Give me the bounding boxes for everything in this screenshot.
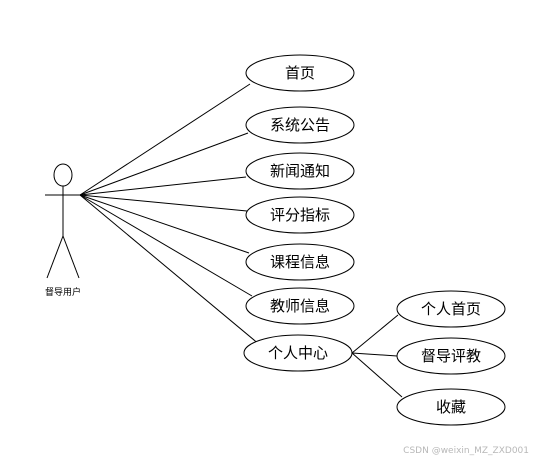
use-case-course-ellipse <box>245 243 355 281</box>
use-case-scoring-label: 评分指标 <box>270 206 330 224</box>
association-announcement <box>79 132 249 196</box>
actor-associations <box>79 83 261 346</box>
actor-right-leg <box>62 235 80 279</box>
association-home <box>79 83 251 196</box>
association-course <box>79 194 250 254</box>
actor-head <box>53 163 73 187</box>
actor-figure: 督导用户 <box>45 163 81 298</box>
use-case-news-label: 新闻通知 <box>270 162 330 180</box>
personal-center-associations <box>351 314 403 398</box>
use-case-home: 首页 <box>245 54 355 92</box>
use-case-scoring: 评分指标 <box>245 196 355 234</box>
use-case-announcement-label: 系统公告 <box>270 116 330 134</box>
use-case-teacher-label: 教师信息 <box>270 297 330 315</box>
actor-left-leg <box>46 235 64 279</box>
association-personal-center <box>79 194 261 346</box>
use-case-teacher: 教师信息 <box>245 287 355 325</box>
use-case-supervision-evaluation-label: 督导评教 <box>421 347 481 365</box>
use-case-personal-home-ellipse <box>396 290 506 328</box>
use-case-personal-center: 个人中心 <box>243 334 353 372</box>
use-case-announcement-ellipse <box>245 106 355 144</box>
use-case-favorites: 收藏 <box>396 388 506 426</box>
use-case-news: 新闻通知 <box>245 152 355 190</box>
use-case-favorites-ellipse <box>396 388 506 426</box>
use-case-supervision-evaluation-ellipse <box>396 337 506 375</box>
use-case-personal-home-label: 个人首页 <box>421 300 481 318</box>
use-case-teacher-ellipse <box>245 287 355 325</box>
actor-label: 督导用户 <box>45 286 81 298</box>
association-scoring <box>79 194 248 212</box>
use-case-supervision-evaluation: 督导评教 <box>396 337 506 375</box>
use-case-news-ellipse <box>245 152 355 190</box>
use-case-announcement: 系统公告 <box>245 106 355 144</box>
use-case-scoring-ellipse <box>245 196 355 234</box>
association-personal-home <box>351 314 399 354</box>
use-case-personal-center-ellipse <box>243 334 353 372</box>
use-case-home-label: 首页 <box>285 64 315 82</box>
use-case-favorites-label: 收藏 <box>436 398 466 416</box>
association-supervision-evaluation <box>351 352 398 357</box>
use-case-personal-center-label: 个人中心 <box>268 344 328 362</box>
use-case-home-ellipse <box>245 54 355 92</box>
use-case-personal-home: 个人首页 <box>396 290 506 328</box>
watermark-text: CSDN @weixin_MZ_ZXD001 <box>403 446 529 456</box>
association-news <box>79 176 247 196</box>
use-case-course-label: 课程信息 <box>270 253 330 271</box>
use-case-course: 课程信息 <box>245 243 355 281</box>
association-teacher <box>79 194 253 297</box>
association-favorites <box>351 352 403 398</box>
